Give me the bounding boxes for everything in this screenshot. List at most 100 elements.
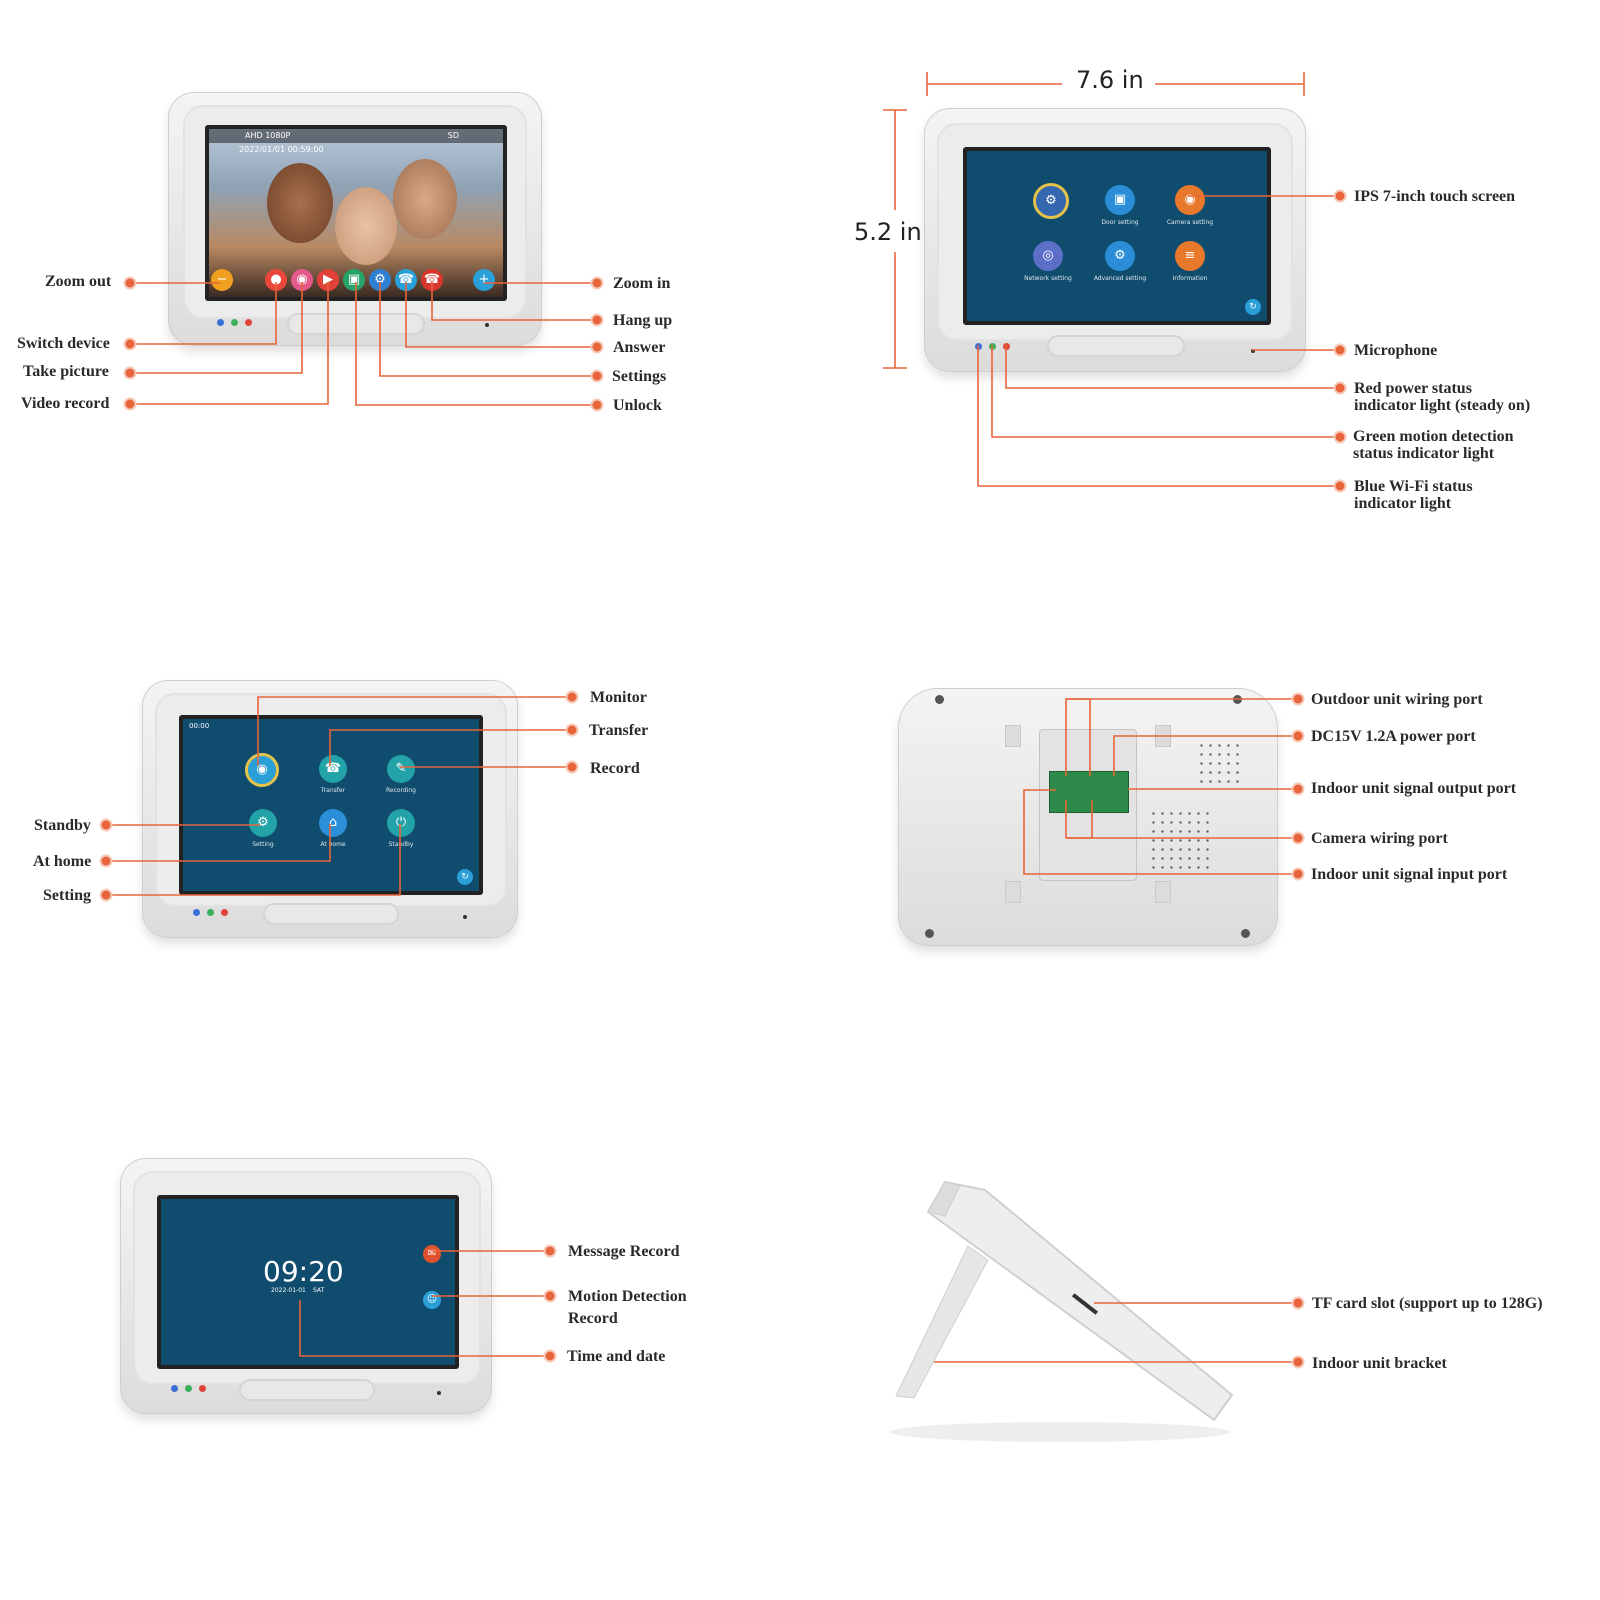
setting-callout-label: Setting [43,887,91,904]
microphone-hole [437,1391,441,1395]
callout-dot [543,1289,557,1303]
monitor-handle [1047,335,1185,357]
microphone-hole [463,915,467,919]
callout-dot [99,818,113,832]
call-screen-status-bar: AHD 1080P SD [209,129,503,143]
zoom-out-icon[interactable]: − [211,269,233,291]
leader-line [379,282,597,377]
callout-dot [1333,381,1347,395]
at-home-label: At home [320,841,346,848]
camera-port-label: Camera wiring port [1311,830,1448,847]
callout-dot [565,760,579,774]
motion-led [185,1385,192,1392]
setting-icon[interactable]: ⚙ [249,809,277,837]
transfer-icon[interactable]: ☎ [319,755,347,783]
bracket-label: Indoor unit bracket [1312,1355,1447,1372]
take-picture-label: Take picture [23,363,109,380]
motion-led [231,319,238,326]
bracket-leg [895,1245,989,1399]
motion-led [207,909,214,916]
leader-line [329,729,572,766]
information-icon[interactable]: ≡ [1175,241,1205,271]
monitor-front-home: 00:00 ◉ ☎ Transfer ✎ Recording ⚙ Setting… [142,680,518,938]
switch-device-label: Switch device [17,335,110,352]
microphone-hole [1251,349,1255,353]
answer-icon[interactable]: ☎ [395,269,417,291]
vent-grille [1149,809,1215,871]
callout-dot [590,369,604,383]
date-text: 2022-01-01 [271,1287,306,1294]
setting-label: Setting [252,841,274,848]
recording-icon[interactable]: ✎ [387,755,415,783]
message-record-label: Message Record [568,1243,680,1260]
network-setting-icon[interactable]: ◎ [1033,241,1063,271]
callout-dot [1291,867,1305,881]
callout-dot [543,1244,557,1258]
standby-icon[interactable]: ⏻ [387,809,415,837]
sd-text: SD [447,131,459,140]
back-icon[interactable]: ↻ [457,869,473,885]
door-setting-icon[interactable]: ▣ [1105,185,1135,215]
callout-dot [1291,1355,1305,1369]
callout-dot [1291,782,1305,796]
advanced-setting-icon[interactable]: ⚙ [1105,241,1135,271]
home-screen: 00:00 ◉ ☎ Transfer ✎ Recording ⚙ Setting… [179,715,483,895]
connector-board [1049,771,1129,813]
callout-dot [590,313,604,327]
answer-label: Answer [613,339,666,356]
motion-record-label-2: Record [568,1310,618,1327]
system-setting-icon[interactable]: ⚙ [1033,183,1069,219]
hang-up-icon[interactable]: ☎ [421,269,443,291]
callout-dot [543,1349,557,1363]
video-record-icon[interactable]: ▶ [317,269,339,291]
leader-line [257,696,572,766]
signal-input-label: Indoor unit signal input port [1311,866,1508,883]
leader-line [106,824,331,862]
microphone-hole [485,323,489,327]
monitor-icon[interactable]: ◉ [245,753,279,787]
message-record-icon[interactable]: ✉ [423,1245,441,1263]
callout-dot [1333,189,1347,203]
back-icon[interactable]: ↻ [1245,299,1261,315]
switch-device-icon[interactable]: ● [265,269,287,291]
power-led [199,1385,206,1392]
zoom-out-label: Zoom out [45,273,112,290]
settings-screen: ⚙ ▣ Door setting ◉ Camera setting ◎ Netw… [963,147,1271,325]
leader-line [1005,345,1340,389]
camera-setting-icon[interactable]: ◉ [1175,185,1205,215]
settings-icon[interactable]: ⚙ [369,269,391,291]
power-port-label: DC15V 1.2A power port [1311,728,1476,745]
callout-dot [1333,430,1347,444]
resolution-text: AHD 1080P [245,131,291,140]
callout-dot [1333,343,1347,357]
monitor-front-menu: ⚙ ▣ Door setting ◉ Camera setting ◎ Netw… [924,108,1306,372]
height-dimension-label: 5.2 in [854,218,922,246]
person-face-left [267,163,333,243]
leader-line [1065,800,1298,839]
outdoor-port-label: Outdoor unit wiring port [1311,691,1483,708]
camera-icon[interactable]: ◉ [291,269,313,291]
advanced-setting-label: Advanced setting [1093,275,1147,282]
callout-dot [590,340,604,354]
call-time-text: 2022/01/01 00:59:00 [239,145,324,154]
network-setting-label: Network setting [1024,275,1072,282]
recording-label: Recording [385,787,416,794]
tf-card-slot [1071,1293,1099,1315]
at-home-icon[interactable]: ⌂ [319,809,347,837]
callout-dot [123,337,137,351]
leader-line [1065,698,1298,776]
monitor-handle [263,903,399,925]
screw-top-left [935,695,944,704]
callout-dot [1291,729,1305,743]
power-led [221,909,228,916]
green-led-label-1: Green motion detection [1353,428,1514,445]
monitor-back [898,688,1278,946]
zoom-in-icon[interactable]: + [473,269,495,291]
unlock-icon[interactable]: ▣ [343,269,365,291]
width-dimension-label: 7.6 in [1076,66,1144,94]
red-led-label-2: indicator light (steady on) [1354,397,1531,414]
leader-line [130,282,277,345]
callout-dot [123,366,137,380]
